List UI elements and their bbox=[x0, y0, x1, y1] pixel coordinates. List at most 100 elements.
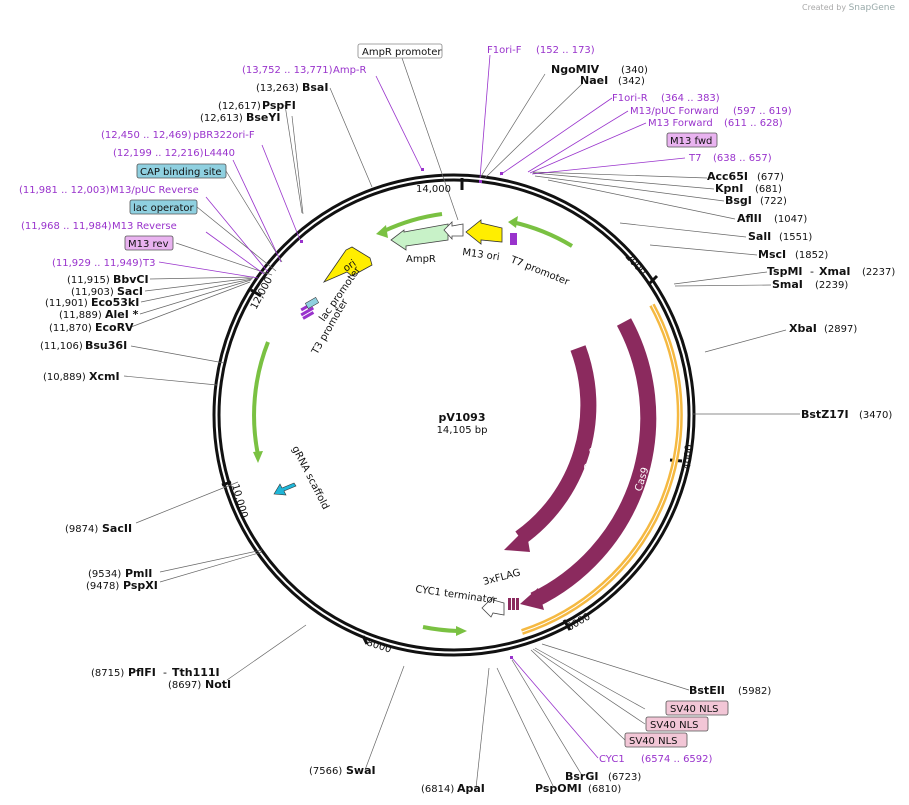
enzyme-pspomi-pos: (6810) bbox=[588, 784, 621, 795]
enzyme-acc65i: Acc65I bbox=[707, 170, 748, 183]
bottom-green-arc bbox=[422, 625, 459, 633]
enzyme-pflfi-sep: - bbox=[163, 666, 167, 679]
tick-label-10000: 10,000 bbox=[229, 483, 249, 520]
enzyme-bseyi-pos: (12,613) bbox=[200, 113, 243, 124]
enzyme-eco53ki-pos: (11,901) bbox=[45, 298, 88, 309]
enzyme-bstz17i-pos: (3470) bbox=[859, 410, 892, 421]
enzyme-pflfi: PflFI bbox=[128, 666, 156, 679]
cas9-orange-inner bbox=[521, 304, 681, 633]
enzyme-ngomiv-pos: (340) bbox=[621, 65, 648, 76]
enzyme-bsrgi-pos: (6723) bbox=[608, 772, 641, 783]
primer-t7-pos: (638 .. 657) bbox=[713, 153, 772, 164]
primer-m13-puc-forward: M13/pUC Forward bbox=[630, 106, 719, 117]
enzyme-ecorv: EcoRV bbox=[95, 321, 134, 334]
snapgene-credit: Created by SnapGene bbox=[802, 3, 895, 13]
enzyme-apai: ApaI bbox=[457, 782, 485, 795]
primer-m13-reverse: M13 Reverse bbox=[112, 221, 177, 232]
enzyme-tspmi-sep: - bbox=[810, 265, 814, 278]
primer-m13-puc-reverse-pos: (11,981 .. 12,003) bbox=[19, 185, 110, 196]
primer-m13-puc-forward-pos: (597 .. 619) bbox=[733, 106, 792, 117]
enzyme-aflii: AflII bbox=[737, 212, 762, 225]
enzyme-tth111i: Tth111I bbox=[172, 666, 220, 679]
enzyme-bstz17i: BstZ17I bbox=[801, 408, 849, 421]
boxed-sv40-2-text: SV40 NLS bbox=[650, 720, 699, 731]
enzyme-xcmi-pos: (10,889) bbox=[43, 372, 86, 383]
top-left-green-arc bbox=[383, 212, 443, 233]
small-site-markers bbox=[300, 233, 519, 610]
primer-leaders bbox=[158, 54, 686, 759]
enzyme-pspfi-pos: (12,617) bbox=[218, 101, 261, 112]
primer-amp-r: Amp-R bbox=[333, 65, 367, 76]
ampr-promoter-arrow bbox=[443, 221, 464, 241]
enzyme-aflii-pos: (1047) bbox=[774, 214, 807, 225]
tick-marks bbox=[221, 178, 683, 645]
label-m13-ori: M13 ori bbox=[462, 247, 501, 263]
enzyme-pflfi-pos: (8715) bbox=[91, 668, 124, 679]
enzyme-sacii: SacII bbox=[102, 522, 132, 535]
boxed-lac-operator: lac operator bbox=[129, 199, 198, 215]
enzyme-bbvci-pos: (11,915) bbox=[67, 275, 110, 286]
boxed-lac-operator-text: lac operator bbox=[133, 203, 194, 214]
cas9-outer-arc bbox=[530, 318, 657, 608]
enzymes-right: NgoMIV (340) NaeI (342) Acc65I (677) Kpn… bbox=[421, 63, 895, 795]
enzyme-swai: SwaI bbox=[346, 764, 376, 777]
tick-label-4000: 4000 bbox=[682, 444, 695, 470]
t7-promoter-arc bbox=[511, 220, 574, 248]
credit-brand: SnapGene bbox=[848, 3, 895, 13]
primer-f1ori-r-pos: (364 .. 383) bbox=[661, 93, 720, 104]
tick-label-2000: 2000 bbox=[623, 252, 648, 278]
boxed-m13-rev: M13 rev bbox=[124, 235, 174, 251]
backbone-inner bbox=[217, 178, 691, 652]
cas9-inner-head bbox=[504, 528, 530, 552]
cas9-orange-band bbox=[521, 303, 683, 635]
boxed-sv40-1: SV40 NLS bbox=[665, 700, 729, 716]
enzyme-pmli: PmlI bbox=[125, 567, 152, 580]
boxed-sv40-2: SV40 NLS bbox=[645, 716, 709, 732]
cas9-outer-head bbox=[520, 588, 544, 610]
enzyme-smai: SmaI bbox=[772, 278, 803, 291]
primer-m13-puc-reverse: M13/pUC Reverse bbox=[110, 185, 199, 196]
enzyme-noti-pos: (8697) bbox=[168, 680, 201, 691]
lac-operator-marker bbox=[304, 297, 320, 309]
primer-t3-pos: (11,929 .. 11,949) bbox=[52, 258, 143, 269]
boxed-m13-rev-text: M13 rev bbox=[128, 239, 169, 250]
primer-f1ori-f: F1ori-F bbox=[487, 45, 522, 56]
enzyme-alei-pos: (11,889) bbox=[59, 310, 102, 321]
enzyme-pspomi: PspOMI bbox=[535, 782, 582, 795]
enzyme-alei: AleI * bbox=[105, 308, 139, 321]
grna-scaffold-arrow bbox=[273, 482, 297, 496]
enzyme-tspmi-pos: (2237) bbox=[862, 267, 895, 278]
enzyme-naei: NaeI bbox=[580, 74, 608, 87]
top-left-green-head bbox=[376, 225, 388, 238]
boxed-ampr-promoter: AmpR promoter bbox=[357, 43, 443, 59]
primer-marks bbox=[300, 168, 513, 659]
ampr-arrow bbox=[390, 223, 449, 251]
primers: F1ori-F (152 .. 173) F1ori-R (364 .. 383… bbox=[19, 45, 792, 765]
primer-m13-forward-pos: (611 .. 628) bbox=[724, 118, 783, 129]
primer-f1ori-r: F1ori-R bbox=[612, 93, 648, 104]
boxed-cap-site: CAP binding site bbox=[136, 163, 227, 179]
boxed-m13-fwd-text: M13 fwd bbox=[670, 136, 712, 147]
primer-pbr322ori-f-pos: (12,450 .. 12,469) bbox=[101, 130, 192, 141]
backbone-outer bbox=[212, 173, 696, 657]
enzymes-left: BsaI (13,263) PspFI (12,617) BseYI (12,6… bbox=[40, 81, 376, 777]
enzyme-apai-pos: (6814) bbox=[421, 784, 454, 795]
enzyme-kpni-pos: (681) bbox=[755, 184, 782, 195]
enzyme-ngomiv: NgoMIV bbox=[551, 63, 600, 76]
boxed-m13-fwd: M13 fwd bbox=[666, 132, 718, 148]
primer-pbr322ori-f: pBR322ori-F bbox=[193, 130, 255, 141]
primer-m13-forward: M13 Forward bbox=[648, 118, 713, 129]
boxed-cap-site-text: CAP binding site bbox=[140, 167, 222, 178]
plasmid-size: 14,105 bp bbox=[437, 425, 488, 436]
enzyme-bsgi-pos: (722) bbox=[760, 196, 787, 207]
primer-t3: T3 bbox=[142, 258, 155, 269]
boxed-sv40-3-text: SV40 NLS bbox=[629, 736, 678, 747]
enzyme-msci: MscI bbox=[758, 248, 786, 261]
enzyme-xbai: XbaI bbox=[789, 322, 817, 335]
cyc1-terminator-arrow bbox=[481, 596, 505, 618]
enzyme-smai-pos: (2239) bbox=[815, 280, 848, 291]
enzyme-bbvci: BbvCI bbox=[113, 273, 149, 286]
enzyme-saci-pos: (11,903) bbox=[71, 287, 114, 298]
enzyme-noti: NotI bbox=[205, 678, 231, 691]
enzyme-bsu36i: Bsu36I bbox=[85, 339, 127, 352]
